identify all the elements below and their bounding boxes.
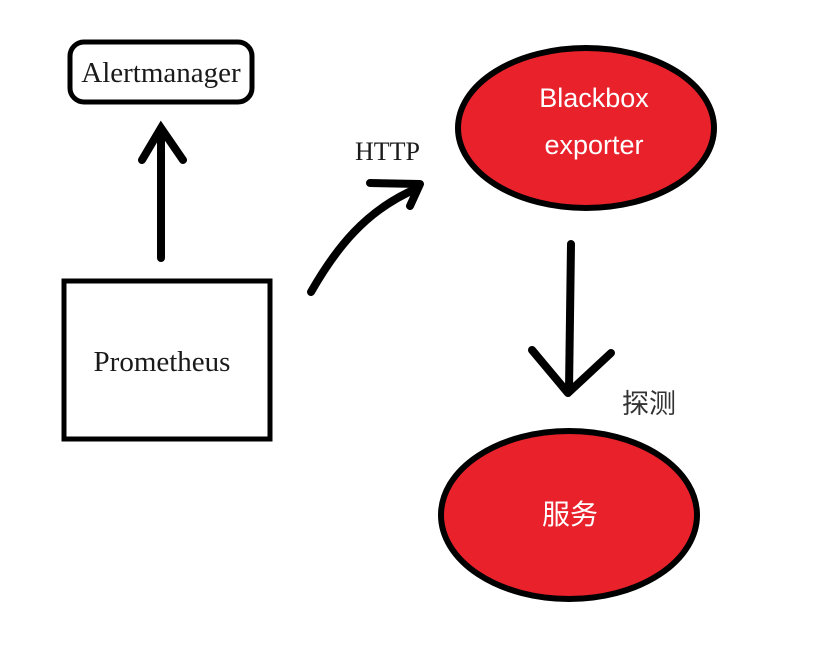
service-label: 服务	[542, 498, 598, 531]
arrow-blackbox-to-service	[528, 240, 615, 397]
blackbox-label-line2: exporter	[544, 130, 643, 160]
prometheus-box	[61, 278, 273, 442]
arrow-up-head	[138, 120, 187, 164]
probe-edge-label: 探测	[622, 389, 676, 420]
arrow-curve-shaft	[307, 184, 422, 296]
blackbox-ellipse	[455, 45, 717, 211]
blackbox-label-line1: Blackbox	[539, 83, 649, 113]
alertmanager-label: Alertmanager	[81, 57, 241, 89]
service-ellipse	[438, 428, 700, 602]
alertmanager-node: Alertmanager	[67, 39, 255, 105]
service-node: 服务	[438, 428, 700, 602]
arrow-down-shaft	[565, 240, 575, 394]
blackbox-exporter-node: Blackbox exporter	[455, 45, 717, 211]
alertmanager-box	[67, 39, 255, 105]
arrow-down-head	[528, 346, 615, 397]
prometheus-label: Prometheus	[94, 346, 231, 378]
http-edge-label: HTTP	[355, 137, 420, 166]
arrow-curve-head	[366, 179, 424, 210]
arrow-prometheus-to-blackbox	[307, 179, 424, 296]
arrow-prometheus-to-alertmanager	[138, 120, 187, 262]
prometheus-node: Prometheus	[61, 278, 273, 442]
